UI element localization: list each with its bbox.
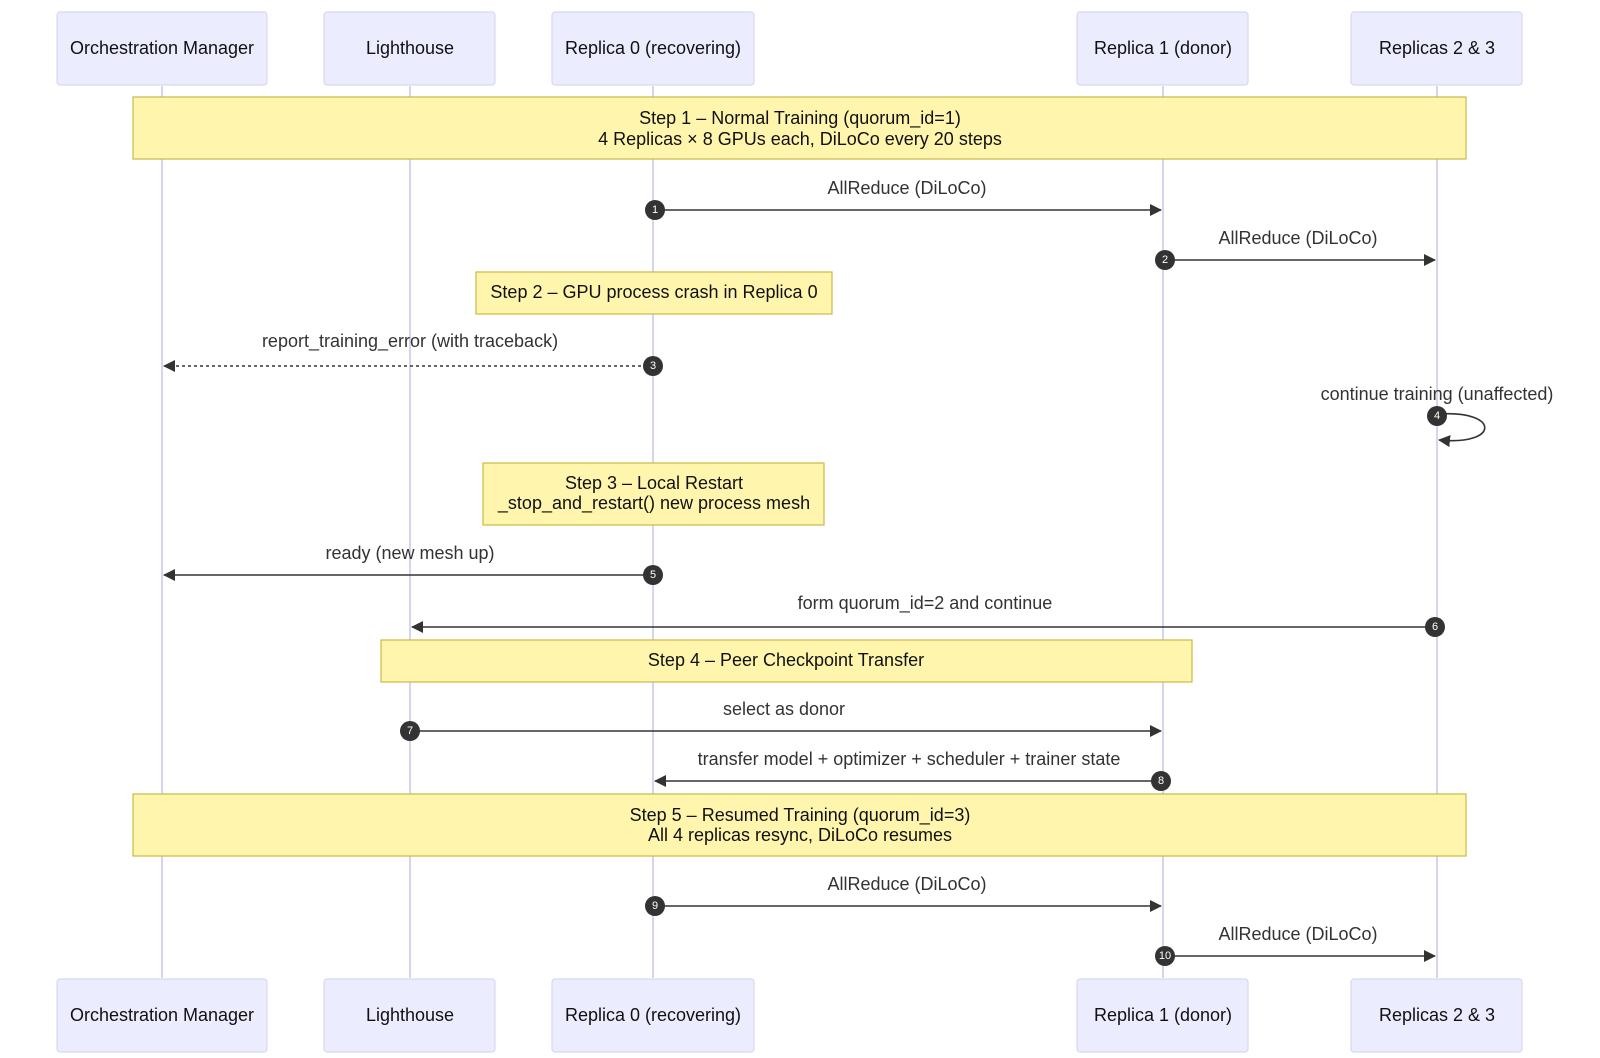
note-step-1: Step 1 – Normal Training (quorum_id=1) 4… [132,96,1467,160]
sequence-number: 8 [1158,775,1164,787]
note-line: Step 2 – GPU process crash in Replica 0 [490,282,817,302]
actor-label: Replica 1 (donor) [1094,38,1232,58]
sequence-number: 6 [1432,621,1438,633]
actor-replica-1[interactable]: Replica 1 (donor) [1076,11,1249,86]
message-9: AllReduce (DiLoCo) 9 [645,874,1162,916]
message-label: select as donor [723,699,845,719]
note-line: _stop_and_restart() new process mesh [497,493,810,514]
note-line: Step 3 – Local Restart [565,473,743,493]
actor-replica-0[interactable]: Replica 0 (recovering) [551,11,755,86]
message-6: form quorum_id=2 and continue 6 [411,593,1445,637]
actor-label: Replicas 2 & 3 [1379,1005,1495,1025]
message-3: report_training_error (with traceback) 3 [163,331,663,376]
message-label: AllReduce (DiLoCo) [827,874,986,894]
note-step-4: Step 4 – Peer Checkpoint Transfer [380,639,1193,683]
message-label: AllReduce (DiLoCo) [1218,228,1377,248]
sequence-number: 7 [407,725,413,737]
sequence-number: 10 [1159,950,1171,962]
message-8: transfer model + optimizer + scheduler +… [654,749,1171,791]
actor-replica-0-bottom[interactable]: Replica 0 (recovering) [551,978,755,1053]
sequence-number: 4 [1434,410,1440,422]
actor-replica-1-bottom[interactable]: Replica 1 (donor) [1076,978,1249,1053]
actor-label: Lighthouse [366,1005,454,1025]
message-label: AllReduce (DiLoCo) [827,178,986,198]
sequence-number: 2 [1162,254,1168,266]
actor-replicas-2-3[interactable]: Replicas 2 & 3 [1350,11,1523,86]
message-label: report_training_error (with traceback) [262,331,558,352]
sequence-number-badge [1155,946,1175,966]
actor-label: Replica 1 (donor) [1094,1005,1232,1025]
sequence-number: 3 [650,360,656,372]
actors-bottom: Orchestration Manager Lighthouse Replica… [56,978,1523,1053]
sequence-number: 9 [652,900,658,912]
sequence-number-badge [645,896,665,916]
actor-lighthouse-bottom[interactable]: Lighthouse [323,978,496,1053]
note-line: All 4 replicas resync, DiLoCo resumes [648,825,952,845]
actor-orchestration-manager-bottom[interactable]: Orchestration Manager [56,978,268,1053]
message-label: ready (new mesh up) [325,543,494,563]
message-5: ready (new mesh up) 5 [163,543,663,585]
sequence-number: 1 [652,204,658,216]
note-step-2: Step 2 – GPU process crash in Replica 0 [475,271,833,315]
message-label: form quorum_id=2 and continue [798,593,1053,614]
sequence-number-badge [1425,617,1445,637]
actor-label: Orchestration Manager [70,1005,254,1025]
note-step-5: Step 5 – Resumed Training (quorum_id=3) … [132,793,1467,857]
sequence-number-badge [400,721,420,741]
message-label: continue training (unaffected) [1321,384,1554,404]
sequence-number-badge [1427,406,1447,426]
actor-label: Replica 0 (recovering) [565,1005,741,1025]
sequence-number-badge [643,565,663,585]
message-10: AllReduce (DiLoCo) 10 [1155,924,1436,966]
sequence-number-badge [1155,250,1175,270]
note-line: Step 5 – Resumed Training (quorum_id=3) [630,805,971,826]
actor-orchestration-manager[interactable]: Orchestration Manager [56,11,268,86]
message-2: AllReduce (DiLoCo) 2 [1155,228,1436,270]
message-label: transfer model + optimizer + scheduler +… [698,749,1121,769]
actor-replicas-2-3-bottom[interactable]: Replicas 2 & 3 [1350,978,1523,1053]
actor-label: Replicas 2 & 3 [1379,38,1495,58]
note-line: 4 Replicas × 8 GPUs each, DiLoCo every 2… [598,129,1002,149]
note-step-3: Step 3 – Local Restart _stop_and_restart… [482,462,825,526]
note-line: Step 4 – Peer Checkpoint Transfer [648,650,924,670]
sequence-number: 5 [650,569,656,581]
sequence-number-badge [645,200,665,220]
message-7: select as donor 7 [400,699,1162,741]
note-line: Step 1 – Normal Training (quorum_id=1) [639,108,961,129]
message-4: continue training (unaffected) 4 [1321,384,1554,448]
actor-label: Lighthouse [366,38,454,58]
message-label: AllReduce (DiLoCo) [1218,924,1377,944]
message-1: AllReduce (DiLoCo) 1 [645,178,1162,220]
actor-lighthouse[interactable]: Lighthouse [323,11,496,86]
actor-label: Replica 0 (recovering) [565,38,741,58]
sequence-number-badge [1151,771,1171,791]
sequence-number-badge [643,356,663,376]
actor-label: Orchestration Manager [70,38,254,58]
actors-top: Orchestration Manager Lighthouse Replica… [56,11,1523,86]
